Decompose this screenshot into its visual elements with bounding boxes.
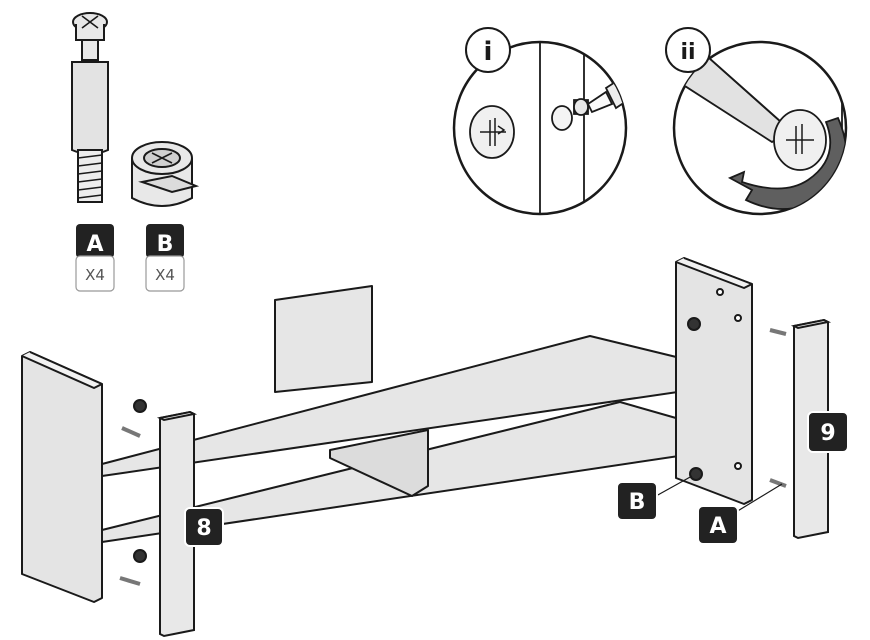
part-label-b: B X4 [145,224,185,292]
detail-step-ii: ii [665,27,848,216]
part-label-a: A X4 [75,224,115,292]
callout-label-a: A [697,505,739,545]
center-divider [329,429,429,497]
step-i-label: i [484,37,493,67]
panel-8 [156,410,198,638]
panel-8-number: 8 [196,516,211,541]
panel-label-9: 9 [807,411,849,453]
cam-bolt-part-a [71,12,109,203]
part-b-letter: B [157,232,174,257]
detail-step-i: i [452,27,628,216]
part-a-letter: A [86,232,103,257]
callout-leaders [655,475,783,513]
left-side-panel [21,351,103,603]
callout-b-letter: B [629,490,646,515]
back-panel [274,285,373,393]
tv-bench-assembly [21,257,787,603]
panel-label-8: 8 [184,507,224,547]
cam-lock-part-b [131,141,200,207]
callout-a-letter: A [709,514,726,539]
panel-9-number: 9 [820,421,835,446]
callout-label-b: B [616,481,658,521]
part-b-quantity: X4 [155,266,175,284]
part-a-quantity: X4 [85,266,105,284]
step-ii-label: ii [680,40,695,65]
